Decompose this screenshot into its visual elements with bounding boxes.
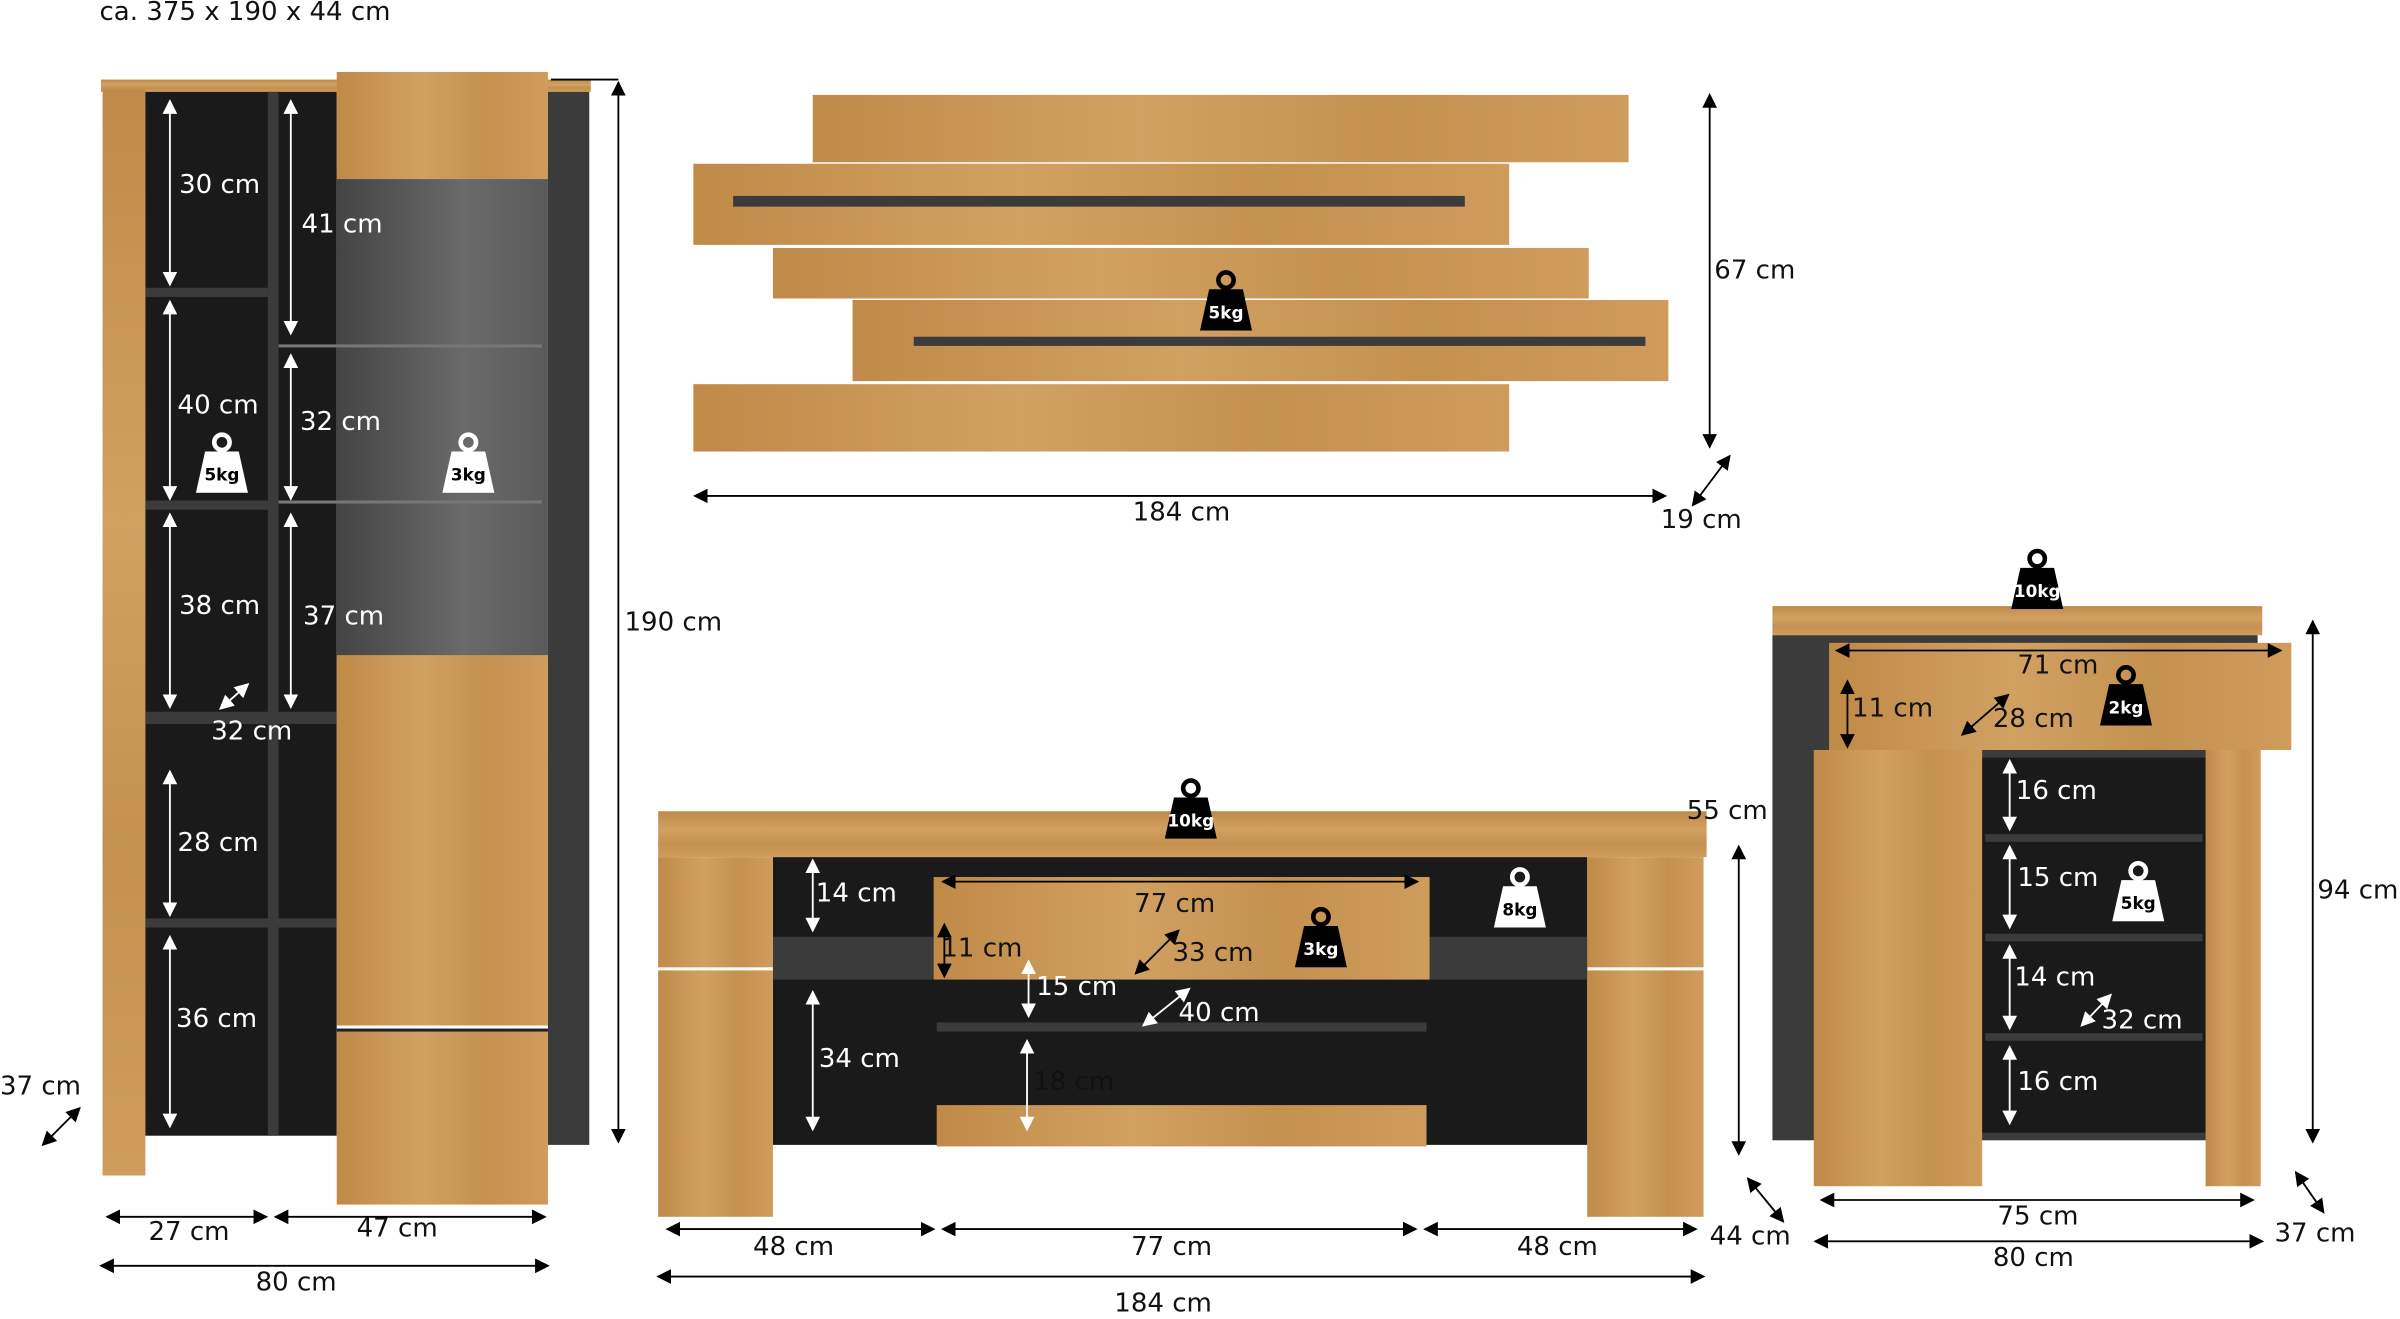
shelf <box>145 711 337 724</box>
depth-label: 44 cm <box>1709 1221 1791 1253</box>
dim-label: 32 cm <box>2101 1005 2183 1037</box>
height-label: 67 cm <box>1714 255 1796 287</box>
height-label: 190 cm <box>624 607 723 639</box>
dim-label: 36 cm <box>176 1004 258 1035</box>
shelf <box>1985 933 2203 942</box>
vitrine-interior <box>145 91 337 1136</box>
tv-right-door <box>1587 857 1704 968</box>
dim-label: 14 cm <box>2014 962 2096 994</box>
dim-label: 16 cm <box>2017 1066 2099 1098</box>
glass-shelf <box>278 500 542 504</box>
dim-label: 18 cm <box>1033 1066 1115 1098</box>
shelf <box>1985 834 2203 842</box>
weight-icon: 10kg <box>1162 778 1220 839</box>
glass-shelf <box>278 344 542 348</box>
dim-label: 40 cm <box>1178 997 1260 1029</box>
shelf <box>145 500 268 510</box>
dim-label: 40 cm <box>177 390 259 421</box>
depth-label: 37 cm <box>0 1071 82 1103</box>
weight-icon: 5kg <box>2109 860 2167 922</box>
vitrine-lower-door-panel <box>336 1028 548 1205</box>
weight-icon: 10kg <box>2008 548 2066 610</box>
tv-drawer <box>933 877 1430 980</box>
depth-label: 37 cm <box>2274 1218 2356 1249</box>
weight-icon: 5kg <box>193 432 251 493</box>
dim-label: 32 cm <box>299 407 382 438</box>
weight-icon: 8kg <box>1491 866 1549 928</box>
vitrine-left-side <box>102 88 146 1176</box>
shelf <box>936 1022 1427 1032</box>
shelf <box>1428 936 1588 980</box>
overall-dimensions: ca. 375 x 190 x 44 cm <box>99 0 391 28</box>
floating-shelf <box>733 195 1465 207</box>
weight-icon: 5kg <box>1197 269 1255 331</box>
glass-door <box>336 168 548 659</box>
dresser-left-door <box>1813 749 1983 1187</box>
tv-left-door <box>658 857 773 968</box>
height-label: 94 cm <box>2317 875 2399 907</box>
dim-label: 15 cm <box>2017 863 2099 894</box>
dresser-top <box>1772 606 2263 636</box>
width-label: 75 cm <box>1997 1201 2079 1233</box>
width-label: 184 cm <box>1132 497 1231 529</box>
width-label: 77 cm <box>1131 1232 1213 1263</box>
depth-label: 19 cm <box>1660 505 1742 536</box>
vitrine-right-side <box>547 91 590 1145</box>
width-label: 48 cm <box>1516 1232 1598 1263</box>
shelf <box>772 936 934 980</box>
dresser-drawer <box>1829 642 2292 750</box>
shelf <box>145 918 337 928</box>
weight-icon: 3kg <box>1292 906 1350 968</box>
width-label: 80 cm <box>1992 1242 2074 1274</box>
dim-label: 11 cm <box>1852 693 1934 724</box>
dim-label: 38 cm <box>179 590 261 622</box>
dim-label: 11 cm <box>941 933 1023 965</box>
dim-label: 33 cm <box>1172 938 1254 969</box>
shelf <box>1985 1033 2203 1041</box>
weight-icon: 3kg <box>439 432 497 493</box>
dim-label: 30 cm <box>179 169 261 201</box>
tv-flap <box>936 1105 1427 1147</box>
dim-label: 77 cm <box>1134 889 1216 920</box>
width-label: 80 cm <box>255 1267 337 1298</box>
floating-shelf <box>913 336 1646 346</box>
dim-label: 34 cm <box>818 1043 900 1075</box>
dim-label: 37 cm <box>303 601 385 633</box>
weight-icon: 2kg <box>2097 664 2155 726</box>
width-label: 48 cm <box>753 1232 835 1263</box>
dresser-interior <box>1982 757 2206 1133</box>
dim-label: 41 cm <box>301 209 383 241</box>
dim-label: 15 cm <box>1036 971 1118 1003</box>
wall-board <box>812 94 1629 163</box>
wall-board <box>772 247 1589 299</box>
shelf <box>145 287 268 297</box>
height-label: 55 cm <box>1686 795 1768 827</box>
vitrine-door-panel <box>336 655 548 766</box>
vitrine-divider <box>267 91 279 1136</box>
dim-label: 14 cm <box>815 878 897 910</box>
dim-label: 28 cm <box>177 828 259 859</box>
vitrine-lower-door <box>336 749 548 1026</box>
dim-label: 16 cm <box>2015 776 2097 807</box>
dim-label: 32 cm <box>211 716 293 747</box>
tv-left-door <box>658 970 773 1217</box>
dresser-right-door <box>2205 749 2261 1187</box>
vitrine-top-flap <box>336 71 548 180</box>
wall-board <box>693 384 1510 452</box>
tv-right-door <box>1587 970 1704 1217</box>
